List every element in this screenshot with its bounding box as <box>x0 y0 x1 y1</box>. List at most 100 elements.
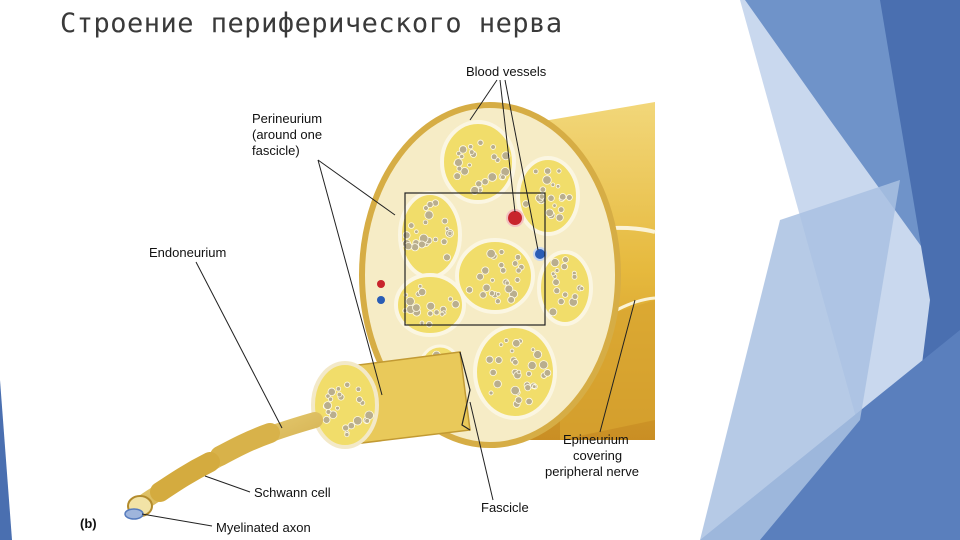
axon-dot <box>481 266 490 275</box>
label-perineurium-line1: Perineurium <box>252 111 322 126</box>
axon-dot <box>571 293 579 300</box>
axon-dot <box>557 206 565 213</box>
axon-dot <box>458 145 468 154</box>
axon-dot <box>493 379 502 389</box>
vein-small <box>377 296 385 304</box>
axon-dot <box>353 416 363 426</box>
axon-dot <box>531 384 537 389</box>
axon-dot <box>426 301 436 311</box>
slide-title: Строение периферического нерва <box>60 8 563 39</box>
axon-dot <box>565 194 573 201</box>
axon-dot <box>490 153 498 161</box>
axon-dot <box>527 360 537 370</box>
axon-dot <box>533 350 543 359</box>
vein <box>533 247 547 261</box>
axon-dot <box>579 286 585 291</box>
panel-tag: (b) <box>80 516 97 531</box>
fascicle <box>516 156 580 236</box>
leader-blood-vessels-2 <box>504 79 539 251</box>
axon-dot <box>344 432 350 438</box>
axon-dot <box>500 174 506 180</box>
axon-core <box>124 508 144 520</box>
leader-perineurium-2 <box>317 159 383 396</box>
axon-dot <box>417 283 423 289</box>
axon-dot <box>507 296 515 304</box>
axon-dot <box>559 193 567 201</box>
leader-axon <box>141 513 213 527</box>
axon-dot <box>479 291 487 299</box>
isolated-fascicle-face <box>311 361 379 449</box>
axon-dot <box>456 165 463 172</box>
axon-dot <box>335 386 342 392</box>
axon-dot <box>538 193 545 200</box>
axon-dot <box>543 369 552 377</box>
axon-dot <box>454 158 463 167</box>
leader-fascicle <box>469 401 494 501</box>
axon-dot <box>495 291 501 297</box>
axon-dot <box>422 219 429 226</box>
axon-dot <box>556 168 562 174</box>
axon-dot <box>451 300 460 309</box>
axon-dot <box>344 381 351 388</box>
axon-dot <box>439 311 445 317</box>
axon-dot <box>512 339 521 348</box>
axon-dot <box>410 243 420 252</box>
artery <box>506 209 524 227</box>
axon-dot <box>544 167 552 175</box>
axon-dot <box>482 283 491 292</box>
axon-dot <box>327 396 334 402</box>
label-epineurium-line1: Epineurium <box>563 432 629 447</box>
axon-dot <box>499 267 507 274</box>
axon-dot <box>498 249 505 255</box>
fascicle <box>537 250 593 326</box>
axon-dot <box>459 153 465 160</box>
axon-dot <box>555 184 561 189</box>
fascicle-outline <box>459 351 471 431</box>
axon-dot <box>489 368 497 377</box>
axon-dot <box>545 208 554 218</box>
axon-dot <box>515 267 522 274</box>
axon-dot <box>550 258 560 268</box>
highlight-frame <box>404 192 546 326</box>
axon-dot <box>550 271 556 277</box>
axon-dot <box>441 217 449 225</box>
axon-dot <box>511 260 519 267</box>
axon-dot <box>424 210 434 220</box>
axon-dot <box>423 205 429 211</box>
axon-dot <box>516 369 522 375</box>
axon-dots <box>402 139 585 408</box>
deco-left-sliver <box>0 380 12 540</box>
axon-dot <box>364 418 370 424</box>
axon-dot <box>488 290 496 297</box>
label-perineurium-line3: fascicle) <box>252 143 300 158</box>
axon-dot <box>414 229 419 234</box>
artery-small <box>377 280 385 288</box>
axon-dot <box>433 309 440 316</box>
axon-dot <box>404 242 413 251</box>
axon-dot <box>509 348 515 354</box>
axon-dot <box>560 263 568 271</box>
axon-dot <box>487 172 497 182</box>
axon-dot <box>412 303 421 312</box>
leader-blood-vessels-3 <box>469 79 498 121</box>
axon-dot <box>356 396 363 403</box>
leader-lines <box>141 79 636 527</box>
axon-dot <box>408 222 415 229</box>
axon-dot <box>514 396 523 404</box>
axon-dot <box>447 296 453 302</box>
axon-dot <box>419 320 425 326</box>
axon-dot <box>322 416 331 424</box>
axon-dot <box>485 355 494 364</box>
axon-dot <box>547 194 555 202</box>
axon-dot <box>323 401 333 410</box>
axon-dot <box>490 144 496 150</box>
axon-dot <box>477 139 484 146</box>
axon-dot <box>447 230 453 236</box>
label-schwann-cell: Schwann cell <box>254 485 331 500</box>
leader-schwann <box>204 475 251 493</box>
axon-dot <box>490 277 495 283</box>
axon-dot <box>504 284 514 294</box>
